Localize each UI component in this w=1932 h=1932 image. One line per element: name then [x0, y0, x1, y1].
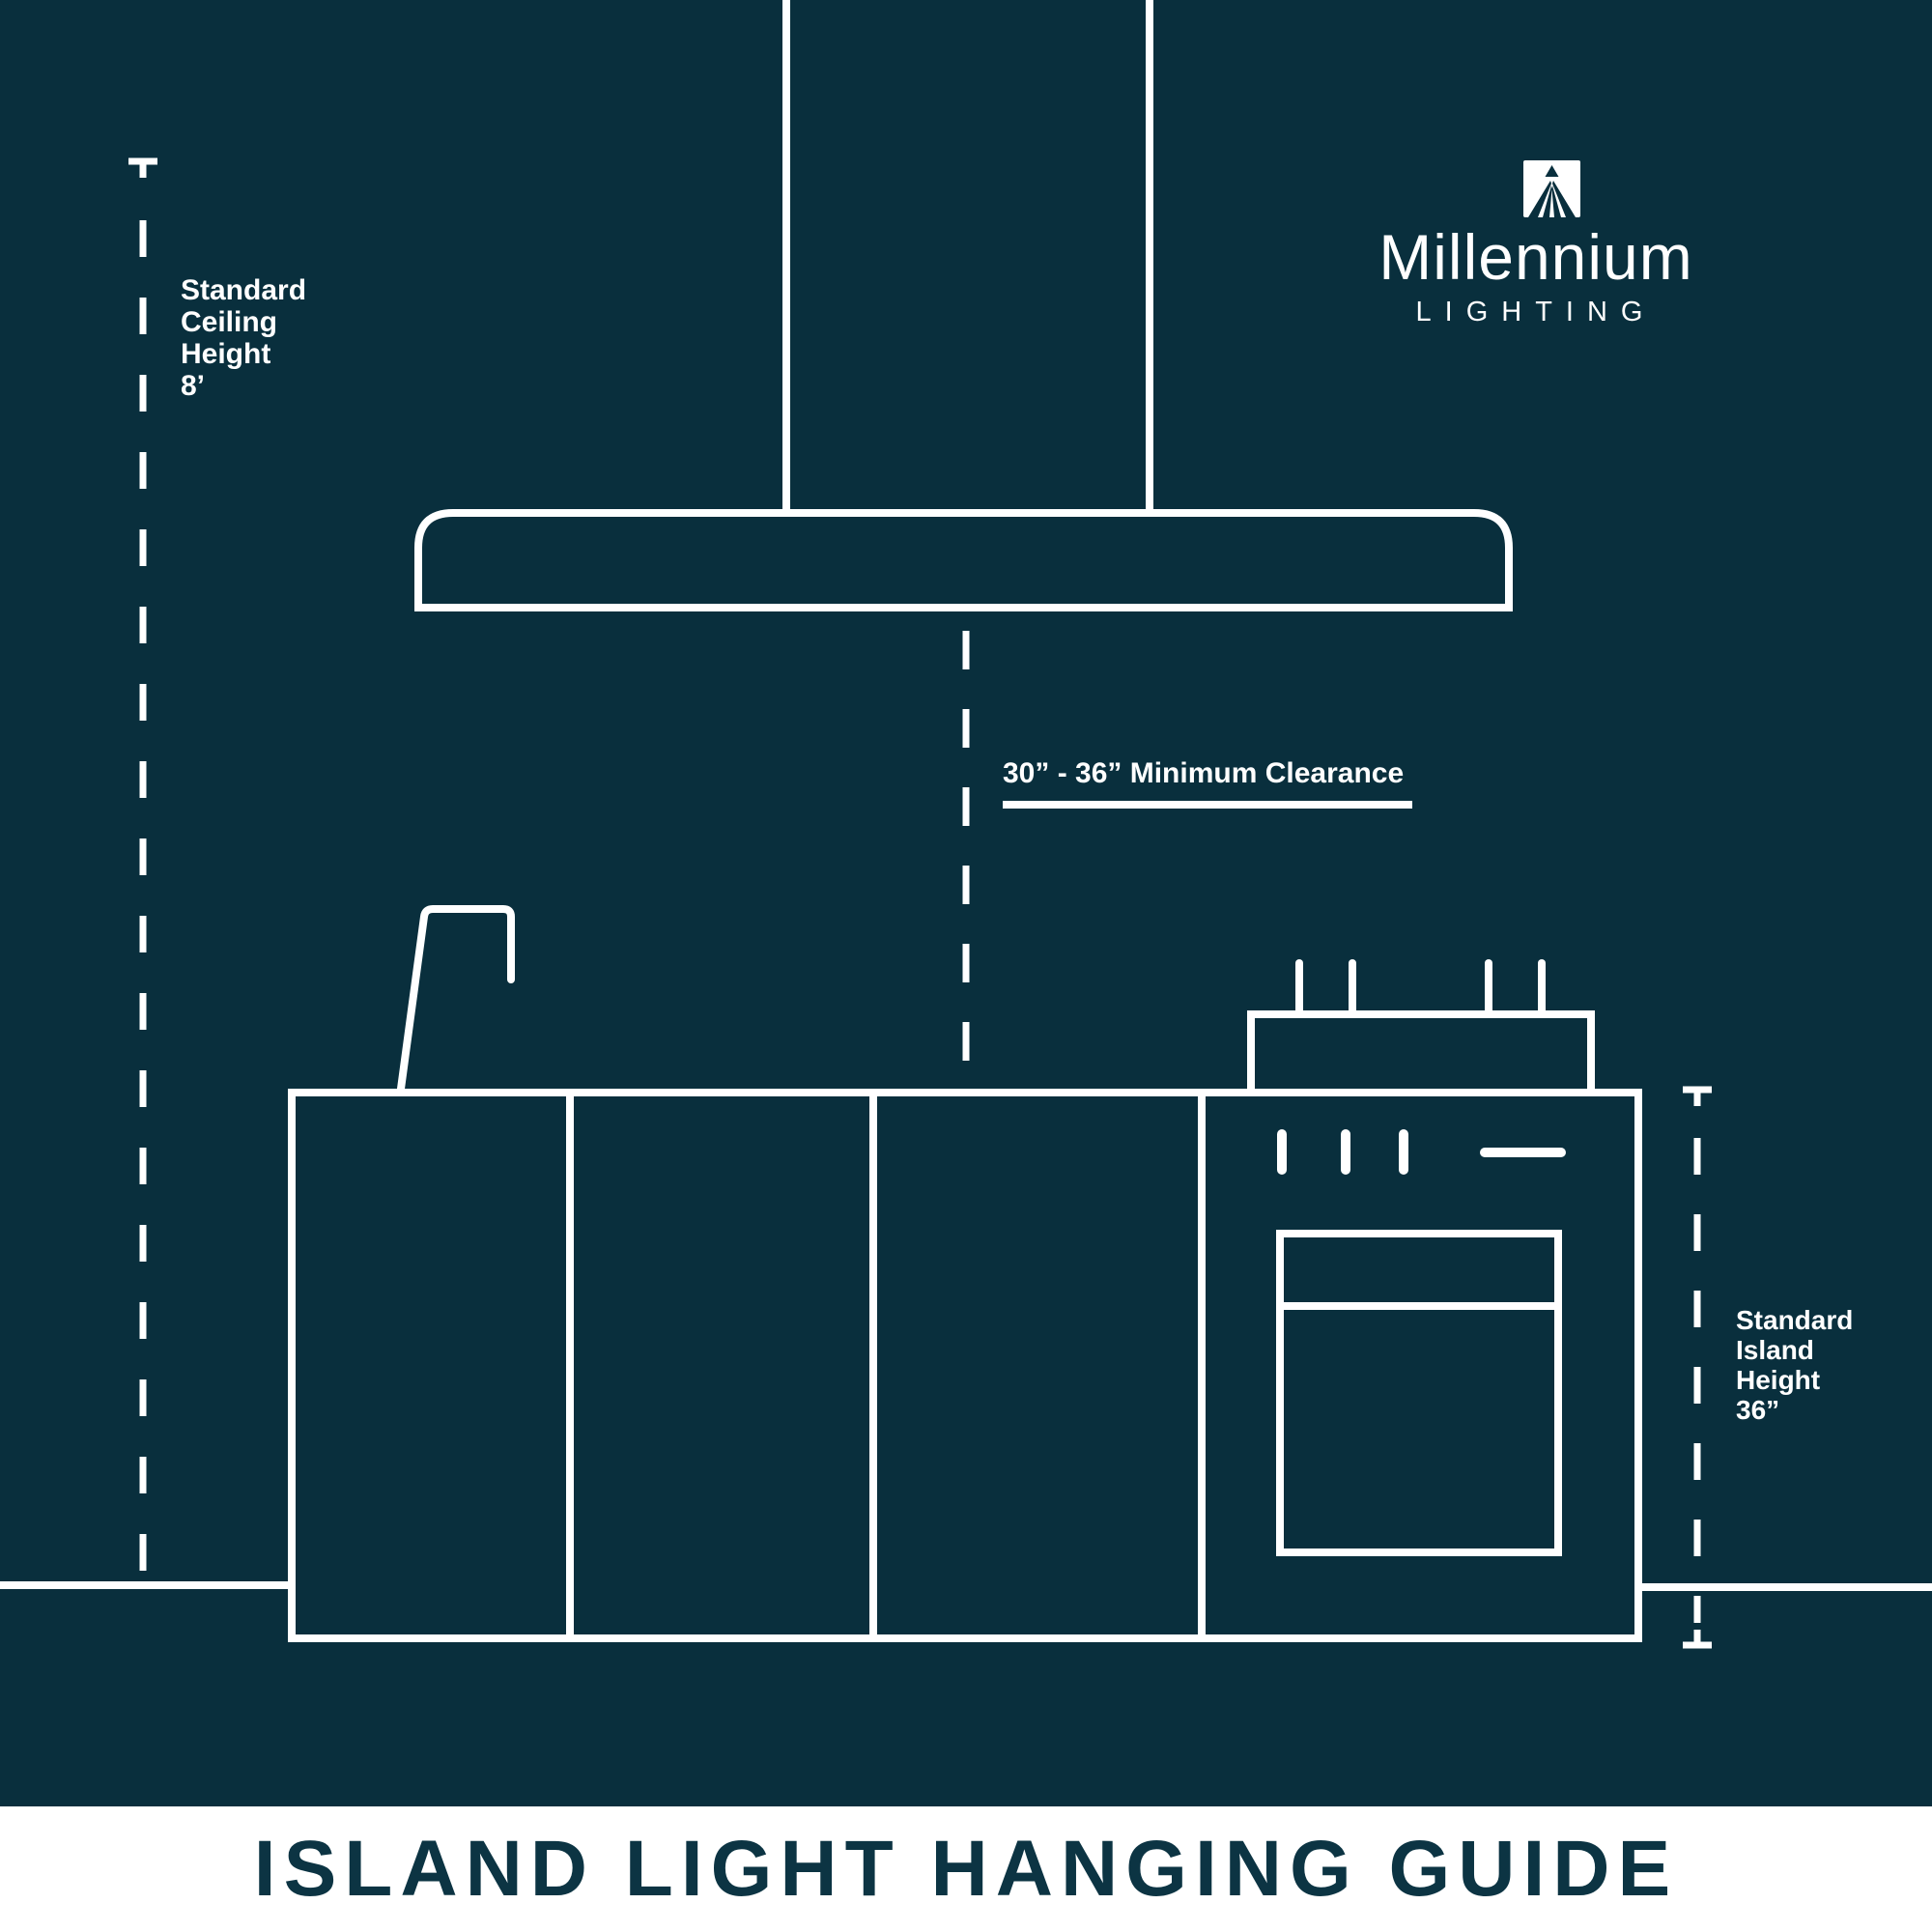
- brand-tagline: LIGHTING: [1415, 297, 1657, 327]
- ceiling-height-label-line3: Height: [181, 338, 271, 370]
- island-height-label-line1: Standard: [1736, 1305, 1854, 1335]
- logo-peak-rays: [1528, 165, 1576, 217]
- ceiling-height-label: Standard Ceiling Height 8’: [181, 274, 306, 402]
- island-height-label-line4: 36”: [1736, 1395, 1780, 1425]
- millennium-peak-icon: [1523, 160, 1580, 217]
- faucet-outline: [397, 905, 515, 1093]
- island-height-label-line2: Island: [1736, 1335, 1814, 1365]
- kitchen-island-outline: [288, 1089, 1642, 1642]
- island-dimension-bottom-cap: [1683, 1630, 1712, 1649]
- island-height-label-line3: Height: [1736, 1365, 1821, 1395]
- island-height-label: Standard Island Height 36”: [1736, 1305, 1853, 1425]
- ceiling-height-label-line4: 8’: [181, 370, 206, 402]
- island-dimension-top-cap: [1683, 1086, 1712, 1106]
- ceiling-height-label-line2: Ceiling: [181, 306, 278, 338]
- pendant-fixture-outline: [414, 509, 1513, 611]
- footer-bar: ISLAND LIGHT HANGING GUIDE: [0, 1806, 1932, 1932]
- ceiling-dimension-top-cap: [128, 157, 157, 178]
- ceiling-height-label-line1: Standard: [181, 274, 307, 306]
- brand-name: Millennium: [1378, 221, 1693, 293]
- footer-title: ISLAND LIGHT HANGING GUIDE: [253, 1825, 1679, 1913]
- clearance-label: 30” - 36” Minimum Clearance: [1003, 757, 1405, 789]
- range-backsplash-outline: [1247, 1010, 1595, 1096]
- oven-door-outline: [1276, 1230, 1562, 1556]
